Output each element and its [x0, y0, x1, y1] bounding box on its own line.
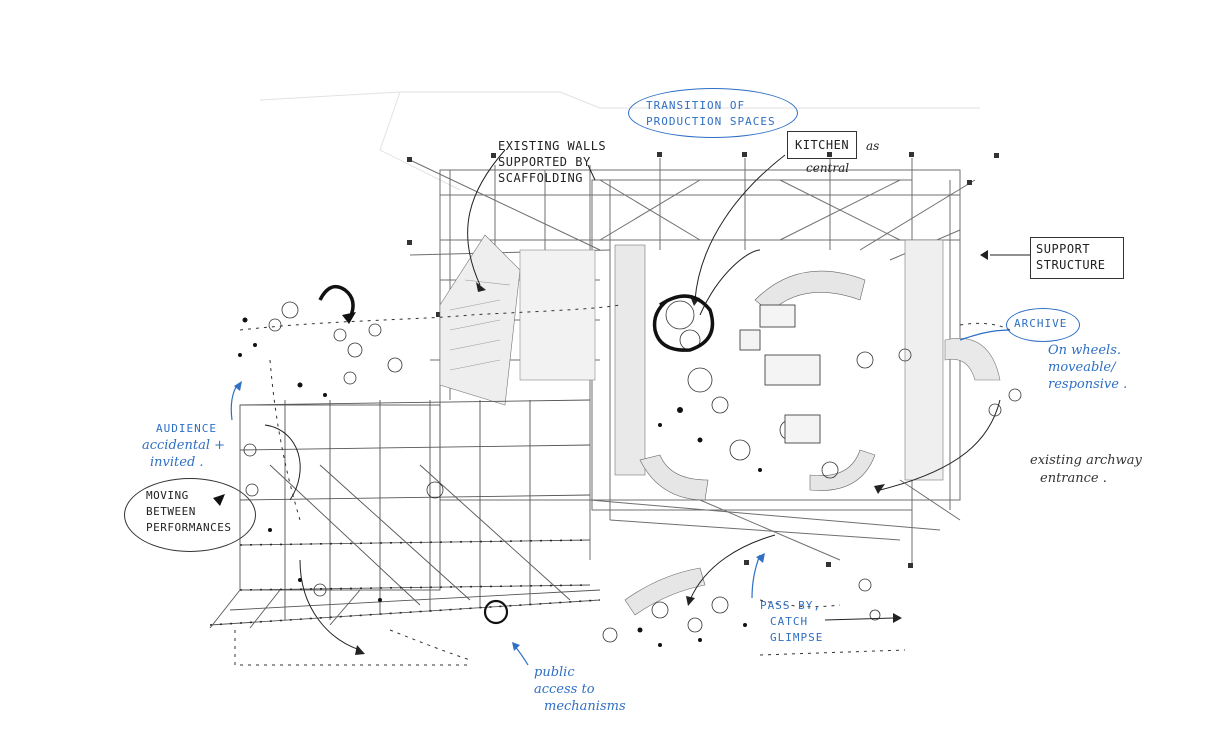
existing-walls-line-3: SCAFFOLDING [498, 171, 583, 185]
audience-line-3: invited . [150, 455, 204, 470]
transition-label: TRANSITION OF PRODUCTION SPACES [646, 98, 776, 130]
scaffold-joints [407, 152, 999, 568]
circulation-paths [234, 304, 1011, 666]
moving-line-2: BETWEEN [146, 505, 196, 518]
archive-note-line-2: moveable/ [1048, 360, 1116, 375]
moving-oval [124, 478, 256, 552]
archway-label: existing archway entrance . [1030, 452, 1142, 488]
kitchen-tables [739, 304, 821, 444]
kitchen-box [787, 131, 857, 159]
archive-note-line-3: responsive . [1048, 377, 1128, 392]
ink-arrows [264, 149, 1030, 651]
support-structure-box [1030, 237, 1124, 279]
moving-line-1: MOVING [146, 489, 189, 502]
pass-by-line-1: PASS BY, [760, 599, 821, 612]
lower-scaffold [209, 399, 601, 629]
existing-walls-line-2: SUPPORTED BY [498, 155, 591, 169]
transition-line-2: PRODUCTION SPACES [646, 115, 776, 128]
kitchen-tail: as [866, 138, 879, 154]
archive-note-line-1: On wheels. [1048, 343, 1122, 358]
audience-line-2: accidental + [142, 438, 226, 453]
moving-line-3: PERFORMANCES [146, 521, 232, 534]
pass-by-line-3: GLIMPSE [770, 631, 824, 644]
archway-line-1: existing archway [1030, 453, 1142, 468]
public-access-line-1: public [534, 665, 575, 680]
audience-line-1: AUDIENCE [156, 422, 217, 435]
public-access-label: public access to mechanisms [534, 664, 626, 715]
archive-oval [1006, 308, 1080, 342]
lower-scaffold-rails [209, 539, 601, 626]
bold-arrow-heads [213, 312, 356, 506]
hatched-walls [439, 234, 1001, 616]
pass-by-line-2: CATCH [770, 615, 809, 628]
support-structure-label: SUPPORT STRUCTURE [1036, 241, 1106, 273]
support-structure-line-2: STRUCTURE [1036, 258, 1106, 272]
kitchen-tail-line-2: central [806, 161, 850, 175]
people-clusters [243, 300, 1022, 643]
archive-note: On wheels. moveable/ responsive . [1048, 342, 1127, 393]
kitchen-tail-2: central [806, 160, 849, 176]
existing-walls-label: EXISTING WALLS SUPPORTED BY SCAFFOLDING [498, 138, 606, 186]
support-structure-line-1: SUPPORT [1036, 242, 1091, 256]
moving-label: MOVING BETWEEN PERFORMANCES [146, 488, 231, 536]
public-access-line-3: mechanisms [544, 699, 626, 714]
transition-line-1: TRANSITION OF [646, 99, 746, 112]
public-access-line-2: access to [534, 682, 595, 697]
archive-label: ARCHIVE [1014, 317, 1068, 330]
bold-marks [318, 284, 715, 625]
pass-by-label: PASS BY, CATCH GLIMPSE [760, 598, 823, 646]
kitchen-tail-line-1: as [866, 139, 880, 153]
archway-line-2: entrance . [1040, 471, 1107, 486]
kitchen-label: KITCHEN [795, 138, 850, 152]
transition-oval [628, 88, 798, 138]
existing-walls-line-1: EXISTING WALLS [498, 139, 607, 153]
blue-arrow-heads [234, 381, 765, 651]
ink-dots [238, 317, 762, 647]
audience-label: AUDIENCE accidental + invited . [142, 420, 225, 471]
